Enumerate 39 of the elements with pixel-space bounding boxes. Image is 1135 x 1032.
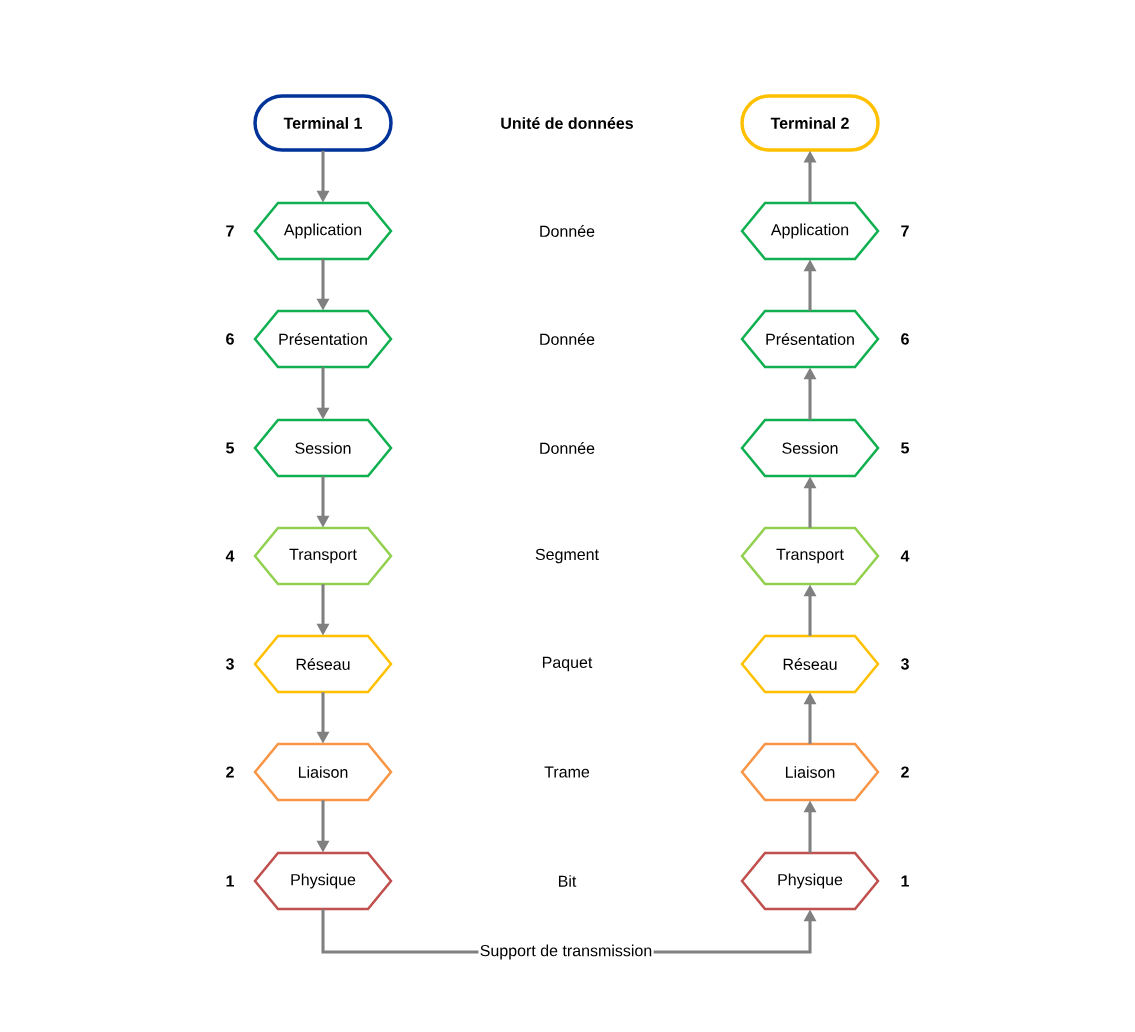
layer-number: 2: [901, 766, 909, 778]
layer-hexagon: Liaison: [740, 742, 880, 802]
terminal-box: Terminal 1: [253, 94, 393, 152]
layer-number: 5: [226, 442, 234, 454]
layer-number: 4: [900, 550, 910, 562]
layer-hexagon: Liaison: [253, 742, 393, 802]
layer-hexagon: Physique: [740, 851, 880, 911]
data-unit-label: Donnée: [540, 442, 595, 454]
layer-number: 5: [901, 442, 909, 454]
layer-number: 3: [900, 658, 909, 670]
data-unit-label: Donnée: [540, 333, 595, 345]
layer-number: 6: [226, 333, 234, 345]
layer-number: 2: [226, 766, 234, 778]
edge-label: Support de transmission: [478, 943, 654, 961]
layer-hexagon: Physique: [253, 851, 393, 911]
layer-number: 1: [901, 875, 909, 887]
layer-number: 1: [226, 875, 234, 887]
layer-hexagon: Application: [253, 201, 393, 261]
layer-hexagon: Réseau: [740, 634, 880, 694]
layer-hexagon: Application: [740, 201, 880, 261]
layer-number: 6: [901, 333, 909, 345]
data-unit-label: Bit: [559, 875, 577, 887]
layer-hexagon: Session: [740, 418, 880, 478]
layer-hexagon: Transport: [253, 526, 393, 586]
layer-hexagon: Transport: [740, 526, 880, 586]
layer-number: 4: [225, 550, 235, 562]
terminal-box: Terminal 2: [740, 94, 880, 152]
layer-hexagon: Présentation: [740, 309, 880, 369]
data-unit-label: Segment: [535, 548, 599, 564]
layer-hexagon: Présentation: [253, 309, 393, 369]
data-unit-label: Trame: [544, 766, 590, 778]
layer-number: 7: [901, 225, 909, 237]
data-unit-label: Paquet: [542, 656, 593, 672]
layer-hexagon: Session: [253, 418, 393, 478]
layer-number: 3: [225, 658, 234, 670]
layer-number: 7: [226, 225, 234, 237]
column-heading: Unité de données: [501, 117, 633, 129]
layer-hexagon: Réseau: [253, 634, 393, 694]
data-unit-label: Donnée: [540, 225, 595, 237]
